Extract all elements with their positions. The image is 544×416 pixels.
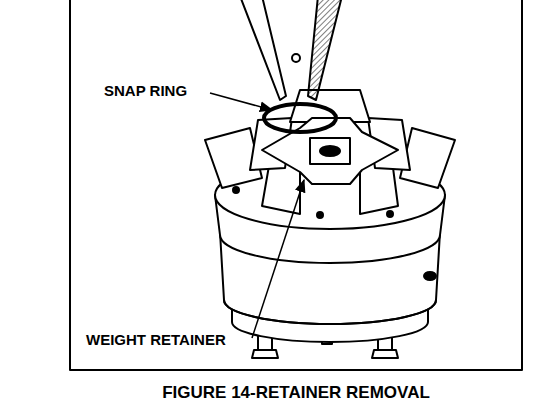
leader-line — [252, 180, 304, 338]
figure-caption: FIGURE 14-RETAINER REMOVAL — [162, 383, 430, 403]
snap-ring-pliers — [240, 0, 342, 100]
figure-frame — [70, 0, 522, 370]
part-label: SNAP RING — [104, 82, 187, 99]
part-label: WEIGHT RETAINER — [86, 331, 226, 348]
snap-ring — [264, 104, 336, 132]
housing-hole — [424, 272, 436, 280]
weight-vanes — [205, 90, 455, 214]
leader-line — [210, 93, 272, 110]
